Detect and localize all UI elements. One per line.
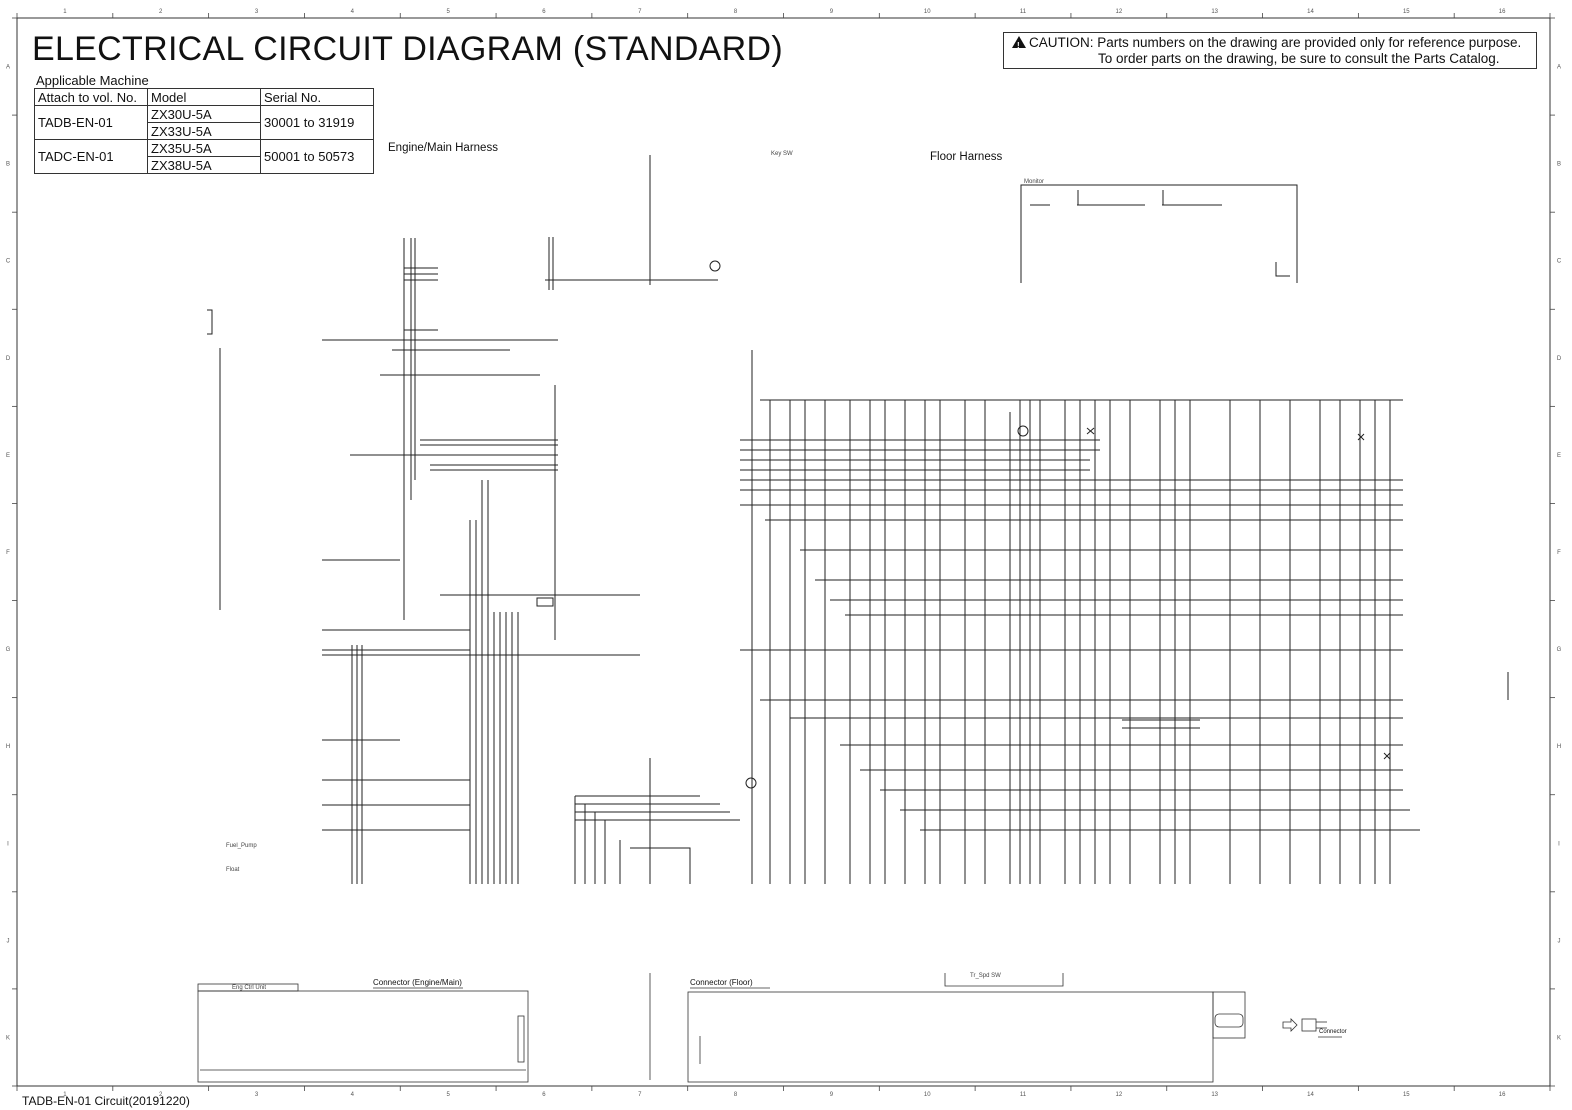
- model-cell: ZX38U-5A: [147, 156, 261, 174]
- column-label: 9: [830, 9, 834, 15]
- column-label: 15: [1403, 9, 1410, 15]
- column-label: 9: [830, 1092, 834, 1098]
- connector-legend-label: Connector: [1319, 1029, 1347, 1035]
- row-label: A: [6, 65, 10, 71]
- engine-control-unit-label: Eng Ctrl Unit: [232, 985, 267, 991]
- row-label: K: [6, 1035, 10, 1041]
- page-title: ELECTRICAL CIRCUIT DIAGRAM (STANDARD): [32, 30, 783, 68]
- row-label: H: [6, 744, 10, 750]
- floor-wiring: [740, 184, 1509, 884]
- row-label: F: [1557, 550, 1561, 556]
- column-label: 5: [446, 9, 450, 15]
- column-label: 14: [1307, 9, 1314, 15]
- row-label: I: [7, 841, 9, 847]
- column-label: 5: [446, 1092, 450, 1098]
- row-label: J: [1558, 938, 1561, 944]
- caution-line-1: Parts numbers on the drawing are provide…: [1097, 35, 1522, 50]
- connector-engine-main-label: Connector (Engine/Main): [373, 978, 462, 987]
- column-label: 1: [63, 1092, 67, 1098]
- table-row: TADB-EN-01 ZX30U-5A 30001 to 31919: [34, 105, 374, 140]
- column-label: 8: [734, 9, 738, 15]
- row-label: E: [6, 453, 10, 459]
- column-label: 11: [1020, 9, 1027, 15]
- column-label: 3: [255, 1092, 259, 1098]
- grid-labels: 1122334455667788991010111112121313141415…: [6, 9, 1562, 1098]
- column-label: 2: [159, 1092, 163, 1098]
- table-row: TADC-EN-01 ZX35U-5A 50001 to 50573: [34, 139, 374, 174]
- engine-main-wiring: [207, 155, 740, 884]
- column-label: 14: [1307, 1092, 1314, 1098]
- caution-box: CAUTION: Parts numbers on the drawing ar…: [1003, 32, 1537, 69]
- column-label: 2: [159, 9, 163, 15]
- column-label: 13: [1211, 9, 1218, 15]
- caution-prefix: CAUTION:: [1029, 35, 1094, 50]
- column-label: 16: [1499, 9, 1506, 15]
- column-label: 6: [542, 1092, 546, 1098]
- row-label: H: [1557, 744, 1561, 750]
- row-label: C: [6, 259, 11, 265]
- model-cell: ZX35U-5A: [147, 139, 261, 157]
- table-row: ZX38U-5A: [35, 156, 374, 174]
- column-label: 8: [734, 1092, 738, 1098]
- connector-panels: [197, 973, 1342, 1083]
- header-serial: Serial No.: [260, 88, 374, 106]
- applicable-machine-table: Attach to vol. No. Model Serial No. TADB…: [34, 88, 374, 174]
- column-label: 4: [351, 1092, 355, 1098]
- row-label: D: [1557, 356, 1562, 362]
- vol-cell: TADC-EN-01: [34, 139, 148, 174]
- row-label: A: [1557, 65, 1561, 71]
- column-label: 1: [63, 9, 67, 15]
- column-label: 10: [924, 9, 931, 15]
- model-cell: ZX33U-5A: [147, 122, 261, 140]
- row-label: I: [1558, 841, 1560, 847]
- row-label: E: [1557, 453, 1561, 459]
- column-label: 12: [1116, 9, 1123, 15]
- row-label: G: [1557, 647, 1562, 653]
- footer-doc-id: TADB-EN-01 Circuit(20191220): [22, 1094, 190, 1108]
- vol-cell: TADB-EN-01: [34, 105, 148, 140]
- engine-main-harness-label: Engine/Main Harness: [388, 142, 498, 154]
- applicable-machine-label: Applicable Machine: [36, 73, 149, 88]
- column-label: 15: [1403, 1092, 1410, 1098]
- serial-cell: 30001 to 31919: [260, 105, 374, 140]
- row-label: F: [6, 550, 10, 556]
- header-model: Model: [147, 88, 261, 106]
- column-label: 6: [542, 9, 546, 15]
- column-label: 11: [1020, 1092, 1027, 1098]
- grid-ruler: [12, 13, 1555, 1091]
- column-label: 4: [351, 9, 355, 15]
- floor-harness-label: Floor Harness: [930, 151, 1003, 163]
- row-label: G: [6, 647, 11, 653]
- table-header-row: Attach to vol. No. Model Serial No.: [34, 88, 374, 106]
- row-label: D: [6, 356, 11, 362]
- column-label: 13: [1211, 1092, 1218, 1098]
- key-switch-label: Key SW: [771, 151, 793, 157]
- caution-line-2: To order parts on the drawing, be sure t…: [1098, 51, 1500, 66]
- column-label: 12: [1116, 1092, 1123, 1098]
- column-label: 7: [638, 1092, 642, 1098]
- connector-floor-label: Connector (Floor): [690, 978, 753, 987]
- row-label: J: [7, 938, 10, 944]
- column-label: 10: [924, 1092, 931, 1098]
- float-label: Float: [226, 867, 240, 873]
- monitor-label: Monitor: [1024, 179, 1045, 185]
- header-vol: Attach to vol. No.: [34, 88, 148, 106]
- row-label: B: [1557, 162, 1561, 168]
- model-cell: ZX30U-5A: [147, 105, 261, 123]
- column-label: 7: [638, 9, 642, 15]
- travel-speed-switch-label: Tr_Spd SW: [970, 973, 1001, 979]
- row-label: K: [1557, 1035, 1561, 1041]
- row-label: B: [6, 162, 10, 168]
- column-label: 16: [1499, 1092, 1506, 1098]
- warning-triangle-icon: [1012, 36, 1026, 54]
- row-label: C: [1557, 259, 1562, 265]
- serial-cell: 50001 to 50573: [260, 139, 374, 174]
- fuel-pump-label: Fuel_Pump: [226, 843, 257, 849]
- column-label: 3: [255, 9, 259, 15]
